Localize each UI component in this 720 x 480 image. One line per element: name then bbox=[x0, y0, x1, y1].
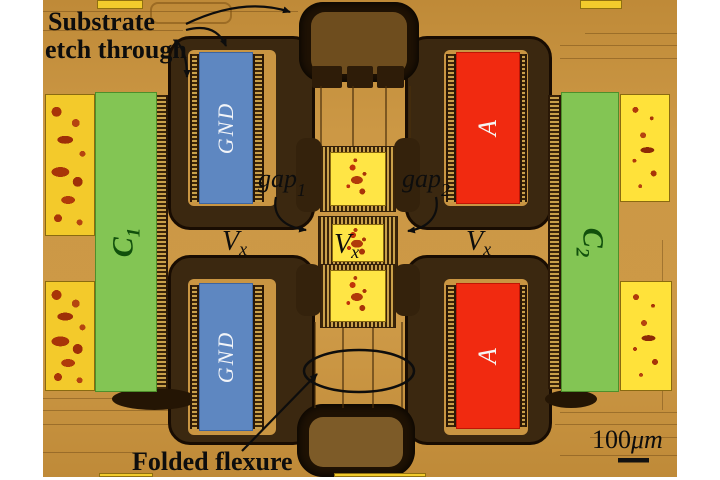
comb-fingers bbox=[446, 54, 456, 202]
c2-subscript: 2 bbox=[571, 247, 593, 257]
edge-pad bbox=[99, 473, 153, 477]
electrode-gnd-bottom: GND bbox=[199, 283, 253, 431]
bond-pad-right-top bbox=[620, 94, 670, 202]
edge-pad bbox=[334, 473, 426, 477]
comb-fingers bbox=[446, 285, 456, 427]
etch-wing bbox=[296, 264, 322, 316]
etch-wing bbox=[394, 138, 420, 212]
flexure-beam bbox=[372, 322, 374, 408]
a-bottom-label: A bbox=[472, 348, 502, 364]
comb-fingers bbox=[190, 54, 199, 202]
trace-line bbox=[43, 424, 173, 425]
c1-letter: C bbox=[106, 236, 140, 257]
electrode-a-bottom: A bbox=[456, 283, 520, 429]
beam bbox=[320, 86, 322, 150]
bond-pad-left-bottom bbox=[45, 281, 95, 391]
edge-pad bbox=[97, 0, 143, 9]
c1-label: C1 bbox=[106, 227, 145, 257]
edge-pad bbox=[580, 0, 622, 9]
trace-line bbox=[560, 58, 677, 59]
bond-pad-left-top bbox=[45, 94, 95, 236]
comb-fingers bbox=[520, 285, 527, 427]
trace-line bbox=[43, 410, 243, 411]
trace-line bbox=[585, 33, 677, 34]
flexure-beam bbox=[342, 322, 344, 408]
flexure-beam bbox=[314, 322, 316, 408]
etch-blob bbox=[112, 388, 197, 410]
trace-line bbox=[560, 45, 677, 46]
etch-wing bbox=[394, 264, 420, 316]
electrode-c1: C1 bbox=[95, 92, 157, 392]
beam bbox=[385, 86, 387, 150]
anchor-tab bbox=[377, 66, 404, 88]
beam bbox=[352, 86, 354, 150]
comb-fingers-c2 bbox=[548, 95, 561, 389]
anchor-tab bbox=[347, 66, 373, 88]
trace-line bbox=[560, 412, 677, 413]
beam bbox=[409, 86, 411, 150]
gnd-bottom-label: GND bbox=[213, 330, 239, 384]
bond-pad-right-bottom bbox=[620, 281, 672, 391]
etch-blob bbox=[545, 390, 597, 408]
shuttle-pad-mid bbox=[332, 224, 384, 262]
shuttle-pad-top bbox=[330, 152, 386, 206]
etch-wing bbox=[296, 138, 322, 212]
comb-fingers bbox=[520, 54, 527, 202]
gnd-top-label: GND bbox=[213, 101, 239, 155]
comb-fingers bbox=[190, 285, 199, 429]
electrode-gnd-top: GND bbox=[199, 52, 253, 204]
etch-hole-bottom-interior bbox=[309, 417, 403, 467]
c1-subscript: 1 bbox=[123, 227, 145, 237]
a-top-label: A bbox=[472, 120, 502, 136]
c2-label: C2 bbox=[570, 227, 609, 257]
electrode-a-top: A bbox=[456, 52, 520, 204]
c2-letter: C bbox=[576, 227, 610, 248]
trace-line bbox=[590, 437, 677, 438]
trace-line bbox=[43, 398, 173, 399]
shuttle-pad-bottom bbox=[330, 270, 386, 322]
trace-line bbox=[43, 11, 298, 12]
flexure-beam bbox=[401, 322, 403, 408]
trace-outline bbox=[150, 2, 232, 24]
trace-line bbox=[560, 455, 677, 456]
electrode-c2: C2 bbox=[561, 92, 619, 392]
trace-line bbox=[555, 424, 677, 425]
etch-hole-top-interior bbox=[311, 12, 407, 74]
comb-fingers bbox=[253, 54, 264, 202]
anchor-tab bbox=[312, 66, 342, 88]
comb-fingers bbox=[253, 285, 264, 429]
trace-line bbox=[43, 30, 183, 31]
trace-line bbox=[43, 452, 133, 453]
